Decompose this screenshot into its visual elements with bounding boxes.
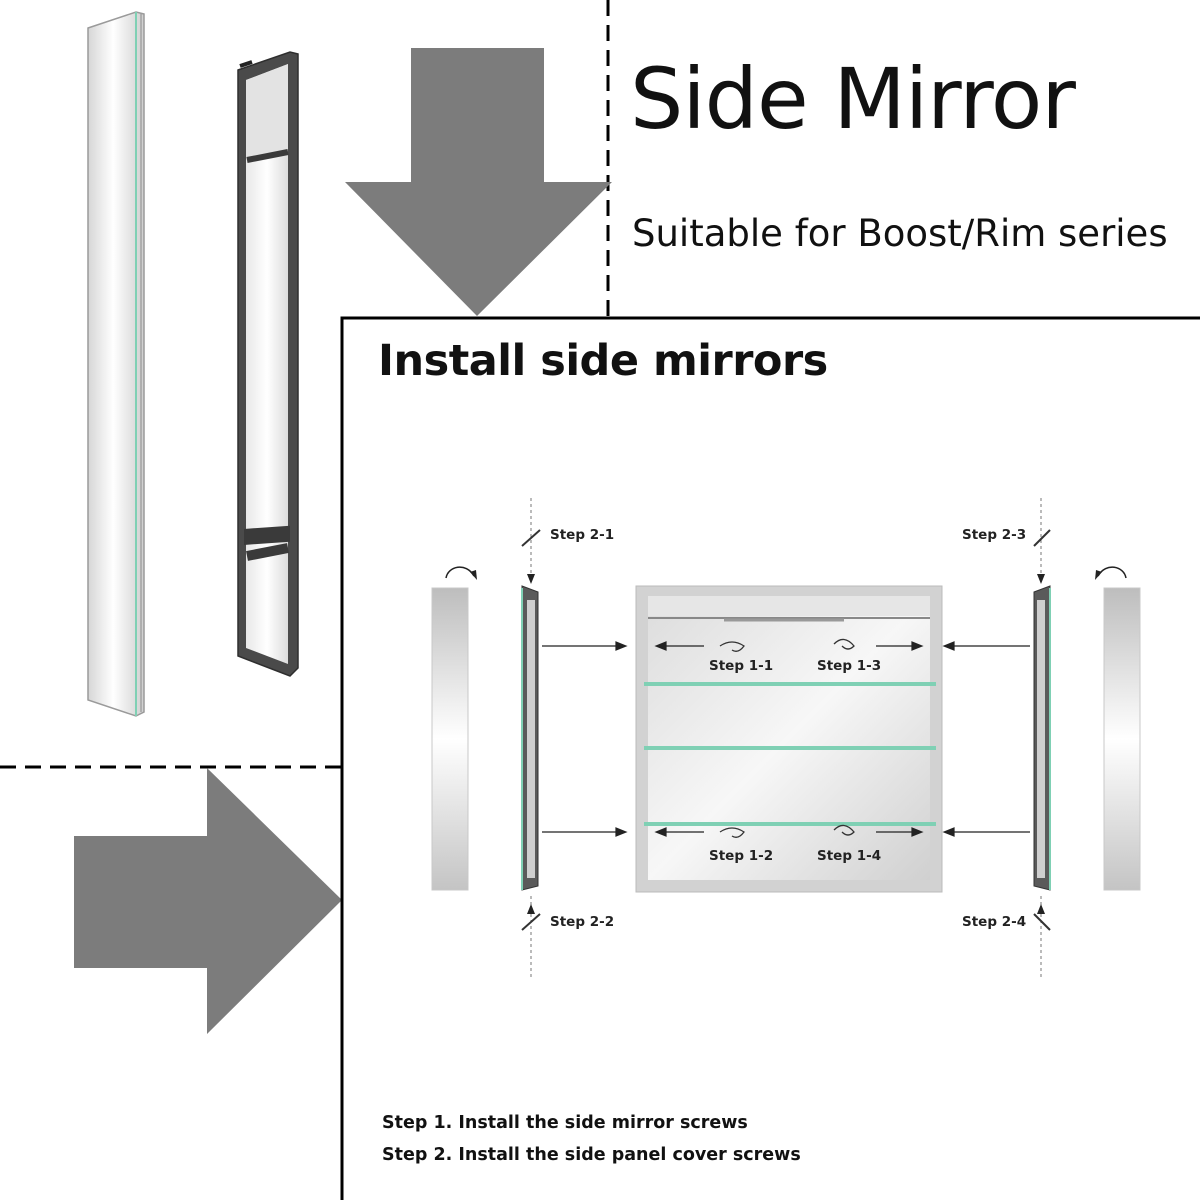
instruction-note: Step 2. Install the side panel cover scr… [382, 1145, 801, 1165]
left-side-frame [521, 585, 539, 891]
side-mirror-front-image [87, 11, 145, 717]
step-label: Step 2-2 [550, 914, 615, 930]
right-side-frame [1033, 585, 1051, 891]
arrow-right-icon [74, 768, 342, 1034]
panel-title: Install side mirrors [378, 336, 828, 386]
screw-icon [719, 638, 855, 838]
page-subtitle: Suitable for Boost/Rim series [632, 212, 1168, 255]
left-mirror-panel [431, 587, 469, 891]
cabinet-image [635, 585, 943, 893]
screwdriver-icon [521, 529, 1051, 931]
step-label: Step 1-4 [817, 848, 882, 864]
step-label: Step 2-1 [550, 527, 615, 543]
rotate-arrow-icon [445, 566, 475, 579]
install-arrows [542, 641, 1030, 837]
side-mirror-back-frame-image [237, 51, 299, 677]
right-mirror-panel [1103, 587, 1141, 891]
step-label: Step 1-2 [709, 848, 774, 864]
arrow-down-icon [345, 48, 612, 316]
step-label: Step 1-1 [709, 658, 774, 674]
step-label: Step 2-4 [962, 914, 1027, 930]
page-title: Side Mirror [630, 50, 1076, 148]
rotate-arrow-icon [1097, 566, 1127, 579]
step-label: Step 1-3 [817, 658, 882, 674]
step-label: Step 2-3 [962, 527, 1027, 543]
screw-arrows [527, 574, 1045, 914]
instruction-panel-border [340, 316, 1200, 1200]
instruction-note: Step 1. Install the side mirror screws [382, 1113, 748, 1133]
